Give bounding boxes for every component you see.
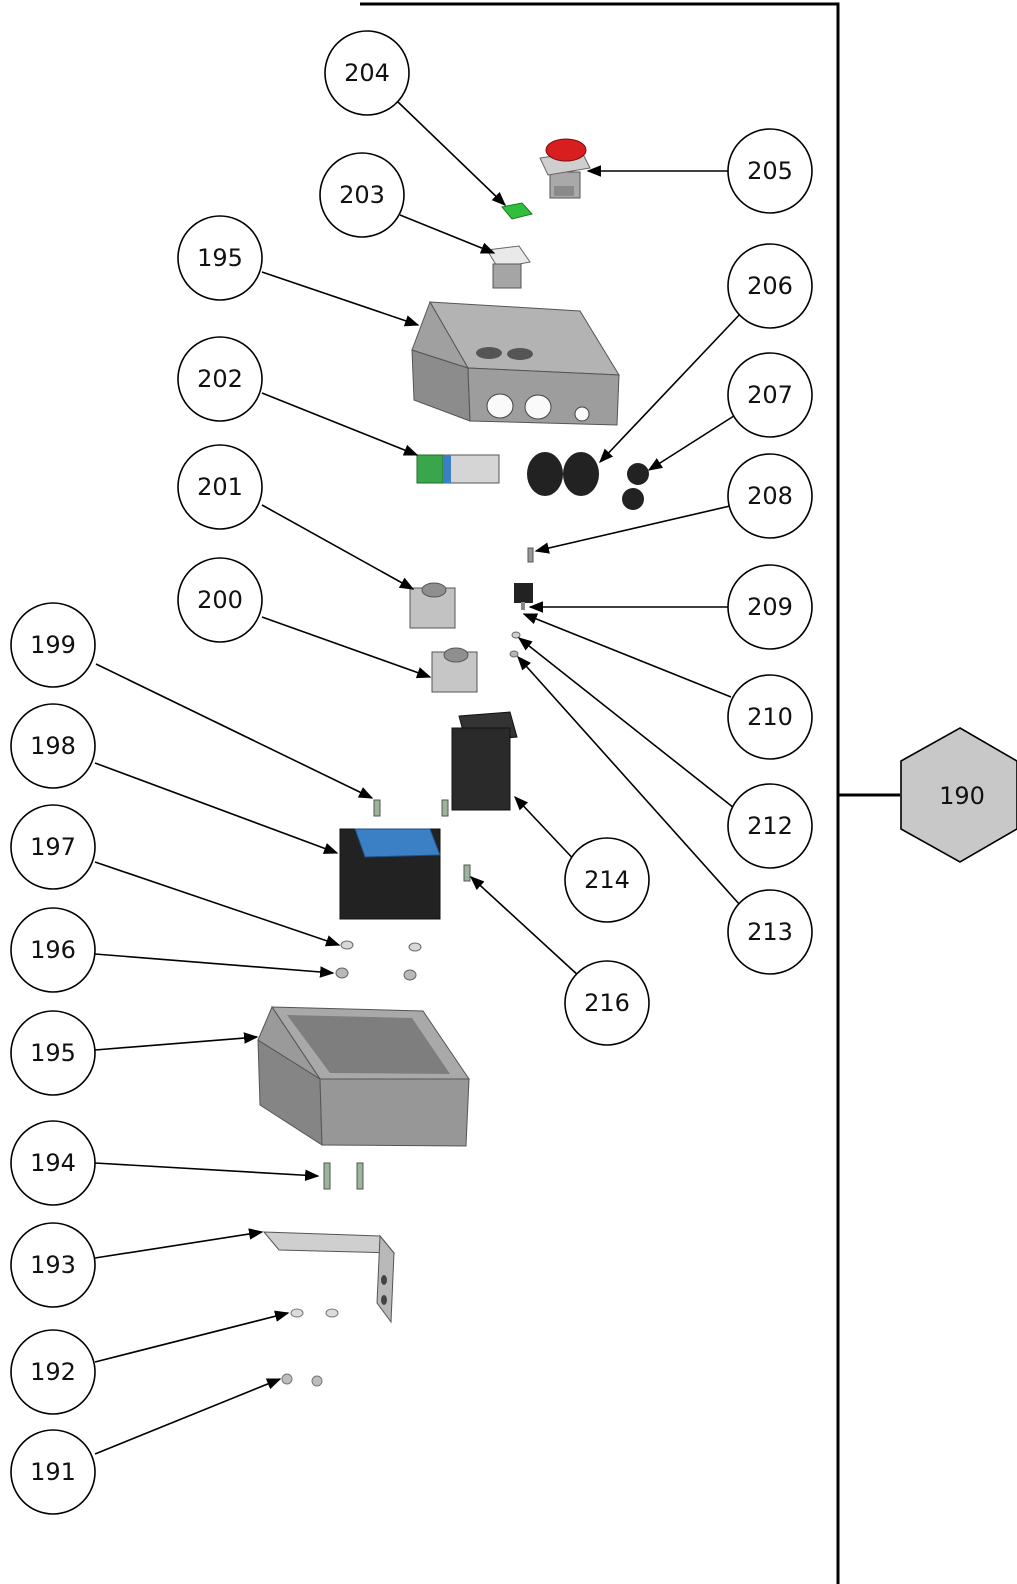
callout-196-label: 196	[30, 936, 76, 964]
callout-204-label: 204	[344, 59, 390, 87]
callout-195-upper-label: 195	[197, 244, 243, 272]
callout-214[interactable]: 214	[564, 837, 650, 923]
callout-195-lower[interactable]: 195	[10, 1010, 96, 1096]
part-205-red-button	[539, 138, 591, 199]
assembly-bracket-line	[360, 2, 840, 1584]
part-193-mounting-bracket	[262, 1231, 396, 1324]
part-203-white-button	[486, 245, 531, 289]
callout-196[interactable]: 196	[10, 907, 96, 993]
part-195-enclosure-lid	[411, 300, 620, 426]
callout-193[interactable]: 193	[10, 1222, 96, 1308]
callout-195-lower-label: 195	[30, 1039, 76, 1067]
part-194-screws	[323, 1162, 364, 1190]
callout-200[interactable]: 200	[177, 557, 263, 643]
part-200-socket-block	[431, 647, 478, 693]
part-195-enclosure-base	[257, 1005, 470, 1147]
callout-213[interactable]: 213	[727, 889, 813, 975]
callout-192-label: 192	[30, 1358, 76, 1386]
part-216-screw	[463, 864, 471, 882]
part-204-green-lens	[501, 202, 533, 220]
callout-204[interactable]: 204	[324, 30, 410, 116]
callout-200-label: 200	[197, 586, 243, 614]
callout-192[interactable]: 192	[10, 1329, 96, 1415]
callout-199[interactable]: 199	[10, 602, 96, 688]
callout-195-upper[interactable]: 195	[177, 215, 263, 301]
callout-209[interactable]: 209	[727, 564, 813, 650]
callout-207[interactable]: 207	[727, 352, 813, 438]
part-191-nuts	[281, 1373, 323, 1387]
part-199-screws	[373, 799, 449, 817]
callout-198-label: 198	[30, 732, 76, 760]
part-202-terminal-strip	[416, 454, 500, 484]
callout-197-label: 197	[30, 833, 76, 861]
callout-205[interactable]: 205	[727, 128, 813, 214]
callout-199-label: 199	[30, 631, 76, 659]
part-209-micro-switch	[514, 583, 533, 610]
callout-216[interactable]: 216	[564, 960, 650, 1046]
callout-191-label: 191	[30, 1458, 76, 1486]
callout-210[interactable]: 210	[727, 674, 813, 760]
callout-201-label: 201	[197, 473, 243, 501]
callout-208-label: 208	[747, 482, 793, 510]
leader-lines	[94, 101, 743, 1455]
callout-216-label: 216	[584, 989, 630, 1017]
part-197-washers	[340, 940, 422, 952]
part-213-nut	[509, 650, 519, 658]
callout-194-label: 194	[30, 1149, 76, 1177]
part-201-socket-block	[409, 582, 456, 629]
callout-203-label: 203	[339, 181, 385, 209]
callout-205-label: 205	[747, 157, 793, 185]
callout-198[interactable]: 198	[10, 703, 96, 789]
part-192-washers	[290, 1308, 339, 1318]
part-207-small-grommets	[622, 463, 649, 510]
callout-212[interactable]: 212	[727, 783, 813, 869]
part-214-black-module	[451, 711, 518, 811]
assembly-hexagon-shape	[900, 727, 1017, 863]
callout-207-label: 207	[747, 381, 793, 409]
callout-202[interactable]: 202	[177, 336, 263, 422]
callout-201[interactable]: 201	[177, 444, 263, 530]
callout-214-label: 214	[584, 866, 630, 894]
callout-209-label: 209	[747, 593, 793, 621]
callout-191[interactable]: 191	[10, 1429, 96, 1515]
callout-203[interactable]: 203	[319, 152, 405, 238]
part-212-washer	[511, 631, 521, 639]
assembly-label: 190	[939, 782, 985, 810]
callout-213-label: 213	[747, 918, 793, 946]
callout-194[interactable]: 194	[10, 1120, 96, 1206]
part-206-large-grommets	[527, 452, 599, 496]
callout-212-label: 212	[747, 812, 793, 840]
part-198-contactor	[339, 828, 441, 920]
callout-193-label: 193	[30, 1251, 76, 1279]
callout-206[interactable]: 206	[727, 243, 813, 329]
callout-210-label: 210	[747, 703, 793, 731]
part-208-screw	[527, 547, 534, 563]
callout-202-label: 202	[197, 365, 243, 393]
callout-197[interactable]: 197	[10, 804, 96, 890]
assembly-hexagon[interactable]: 190	[900, 727, 1017, 863]
callout-208[interactable]: 208	[727, 453, 813, 539]
callout-206-label: 206	[747, 272, 793, 300]
part-196-nuts	[335, 967, 417, 981]
